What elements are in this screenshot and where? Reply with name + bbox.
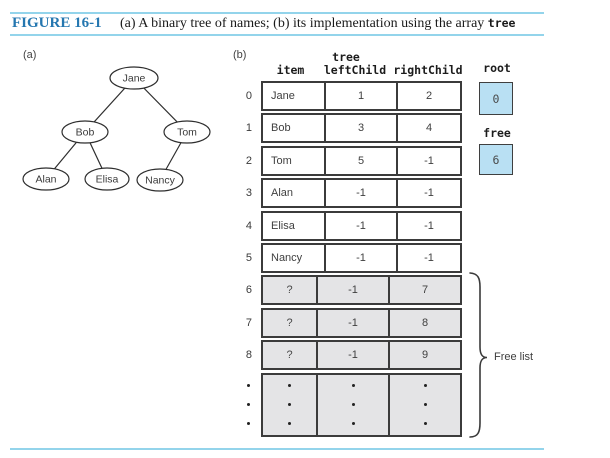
cell-rightchild: 7 — [421, 284, 429, 297]
panel-b-label: (b) — [233, 49, 247, 61]
table-row-free: 7 ? -1 8 — [232, 307, 462, 338]
row-index: 1 — [245, 122, 252, 135]
free-value-box: 6 — [479, 144, 513, 175]
cell-item: Tom — [263, 147, 326, 174]
table-row: 4 Elisa -1 -1 — [232, 210, 462, 241]
tree-nodes: Jane Bob Tom Alan Elisa Nancy — [22, 66, 211, 192]
cell-leftchild: -1 — [318, 309, 390, 336]
cell-leftchild: 3 — [326, 115, 398, 142]
cell-item: Elisa — [263, 212, 326, 239]
cell-rightchild: 4 — [425, 122, 433, 135]
cell-rightchild: 2 — [425, 90, 433, 102]
row-index: 0 — [245, 90, 252, 102]
figure-caption: (a) A binary tree of names; (b) its impl… — [120, 16, 515, 32]
cell-item: Bob — [263, 115, 326, 142]
row-index: 7 — [245, 316, 252, 329]
cell-leftchild-ellipsis — [318, 374, 390, 435]
table-row: 0 Jane 1 2 — [232, 81, 462, 111]
node-nancy-label: Nancy — [145, 175, 176, 187]
free-label: free — [483, 126, 511, 140]
table-row: 1 Bob 3 4 — [232, 113, 462, 144]
caption-text: (a) A binary tree of names; (b) its impl… — [120, 16, 488, 31]
caption-code-word: tree — [487, 16, 516, 30]
column-header-leftchild: leftChild — [323, 63, 387, 77]
node-jane-ellipse — [109, 66, 159, 90]
node-tom-label: Tom — [177, 127, 197, 139]
table-row: 3 Alan -1 -1 — [232, 178, 462, 209]
cell-rightchild: -1 — [424, 251, 434, 264]
root-value: 0 — [492, 91, 500, 106]
node-bob-ellipse — [61, 120, 109, 144]
row-index: 4 — [245, 219, 252, 232]
cell-rightchild: 9 — [421, 349, 429, 362]
array-name-heading: tree — [332, 50, 360, 64]
top-rule — [10, 12, 544, 14]
row-index: 6 — [245, 284, 252, 297]
table-row-free: 8 ? -1 9 — [232, 340, 462, 371]
node-alan-ellipse — [22, 167, 70, 191]
free-list-label: Free list — [494, 351, 534, 363]
panel-a-label: (a) — [23, 49, 37, 61]
cell-item: Jane — [263, 83, 326, 109]
root-value-box: 0 — [479, 82, 513, 115]
header-rule — [10, 34, 544, 36]
cell-leftchild: 5 — [326, 147, 398, 174]
row-index-ellipsis — [232, 384, 252, 426]
binary-tree-diagram: Jane Bob Tom Alan Elisa Nancy — [22, 66, 211, 192]
column-header-rightchild: rightChild — [393, 63, 463, 77]
table-row-ellipsis — [232, 372, 462, 437]
cell-leftchild: -1 — [318, 277, 390, 304]
cell-leftchild: -1 — [318, 342, 390, 369]
cell-leftchild: -1 — [326, 180, 398, 207]
node-jane-label: Jane — [123, 73, 146, 85]
tree-array-table: 0 Jane 1 2 1 Bob 3 4 2 Tom 5 -1 3 — [232, 81, 462, 437]
node-bob-label: Bob — [76, 127, 95, 139]
figure-number: FIGURE 16-1 — [12, 15, 102, 31]
cell-rightchild-ellipsis — [390, 375, 460, 435]
cell-rightchild: -1 — [424, 187, 434, 200]
node-nancy-ellipse — [136, 168, 184, 192]
cell-leftchild: 1 — [326, 83, 398, 109]
row-index: 2 — [245, 154, 252, 167]
cell-item: ? — [263, 277, 318, 304]
cell-item: Alan — [263, 180, 326, 207]
table-column-headers: item leftChild rightChild — [262, 63, 465, 77]
cell-leftchild: -1 — [326, 212, 398, 239]
cell-item: ? — [263, 342, 318, 369]
table-row: 5 Nancy -1 -1 — [232, 242, 462, 273]
root-label: root — [483, 61, 511, 75]
row-index: 3 — [245, 187, 252, 200]
row-index: 8 — [245, 349, 252, 362]
node-elisa-ellipse — [84, 167, 130, 191]
cell-item-ellipsis — [263, 374, 318, 435]
node-tom-ellipse — [163, 120, 211, 144]
cell-item: ? — [263, 309, 318, 336]
cell-rightchild: -1 — [424, 154, 434, 167]
row-index: 5 — [245, 251, 252, 264]
node-alan-label: Alan — [35, 174, 56, 186]
free-list-brace — [469, 272, 488, 438]
node-elisa-label: Elisa — [96, 174, 119, 186]
cell-item: Nancy — [263, 244, 326, 271]
bottom-rule — [10, 448, 544, 450]
table-row: 2 Tom 5 -1 — [232, 145, 462, 176]
table-row-free: 6 ? -1 7 — [232, 275, 462, 306]
column-header-item: item — [276, 63, 305, 77]
cell-leftchild: -1 — [326, 244, 398, 271]
free-value: 6 — [492, 152, 500, 167]
cell-rightchild: -1 — [424, 219, 434, 232]
cell-rightchild: 8 — [421, 316, 429, 329]
